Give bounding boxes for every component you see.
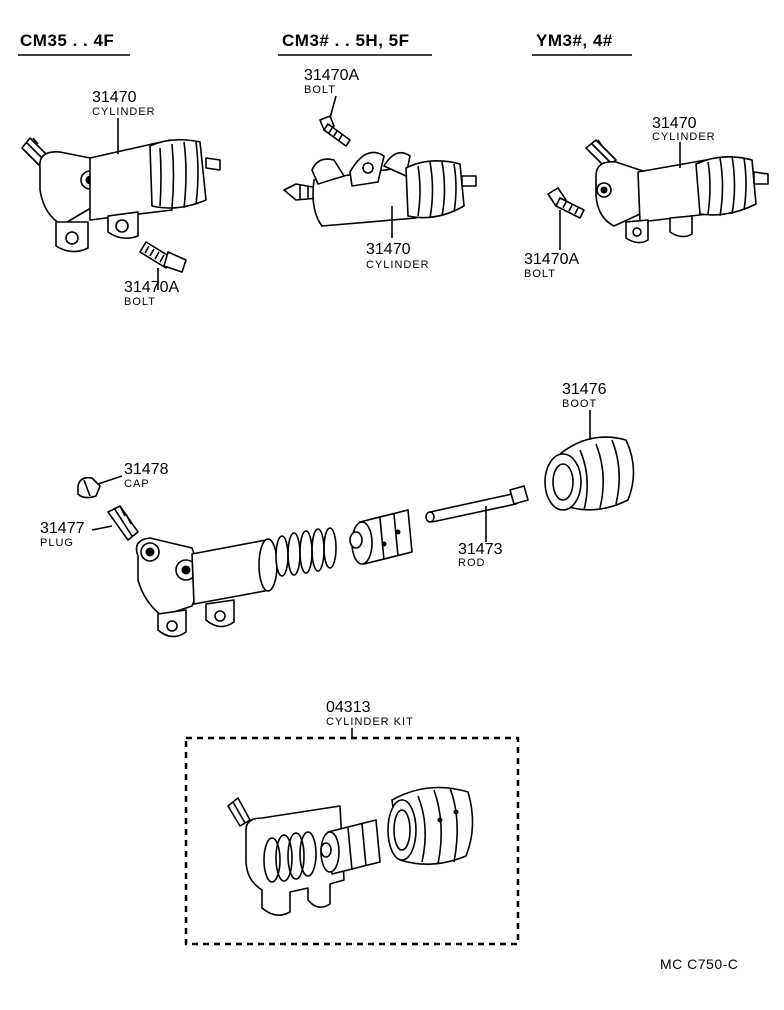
cylinder-c-drawing xyxy=(585,139,769,244)
part-number-a-cylinder: 31470 xyxy=(92,89,137,106)
cap-drawing xyxy=(77,476,101,499)
part-name-c-cylinder: CYLINDER xyxy=(652,131,716,143)
part-number-plug: 31477 xyxy=(40,520,85,537)
group-b-header: CM3# . . 5H, 5F xyxy=(282,31,410,50)
spring-drawing xyxy=(275,527,337,577)
part-name-b-bolt: BOLT xyxy=(304,84,336,96)
part-number-boot: 31476 xyxy=(562,381,607,398)
part-name-a-cylinder: CYLINDER xyxy=(92,106,156,118)
leader-cap xyxy=(97,475,123,485)
part-number-c-cylinder: 31470 xyxy=(652,115,697,132)
cylinder-a-drawing xyxy=(21,137,221,253)
piston-drawing xyxy=(349,509,413,565)
part-name-a-bolt: BOLT xyxy=(124,296,156,308)
rod-drawing xyxy=(425,485,529,523)
part-name-plug: PLUG xyxy=(40,537,74,549)
plug-drawing xyxy=(107,505,139,541)
boot-drawing xyxy=(544,436,635,511)
part-name-b-cylinder: CYLINDER xyxy=(366,259,430,271)
part-number-cap: 31478 xyxy=(124,461,169,478)
cylinder-b-drawing xyxy=(283,151,477,227)
bolt-a-drawing xyxy=(139,241,187,273)
part-number-c-bolt: 31470A xyxy=(524,251,580,268)
part-name-cap: CAP xyxy=(124,478,150,490)
group-a-header: CM35 . . 4F xyxy=(20,31,115,50)
part-name-kit: CYLINDER KIT xyxy=(326,716,414,728)
bolt-c-drawing xyxy=(547,187,585,219)
part-number-a-bolt: 31470A xyxy=(124,279,180,296)
leader-b-bolt xyxy=(329,95,337,119)
part-name-boot: BOOT xyxy=(562,398,598,410)
part-number-b-cylinder: 31470 xyxy=(366,241,411,258)
group-c-header: YM3#, 4# xyxy=(536,31,613,50)
leader-plug xyxy=(91,525,113,531)
part-number-rod: 31473 xyxy=(458,541,503,558)
part-name-c-bolt: BOLT xyxy=(524,268,556,280)
exploded-cylinder-drawing xyxy=(135,537,278,638)
part-name-rod: ROD xyxy=(458,557,486,569)
part-number-kit: 04313 xyxy=(326,699,371,716)
kit-drawing xyxy=(227,786,474,916)
part-number-b-bolt: 31470A xyxy=(304,67,360,84)
diagram-code: MC C750-C xyxy=(660,956,739,972)
bolt-b-drawing xyxy=(319,115,351,147)
